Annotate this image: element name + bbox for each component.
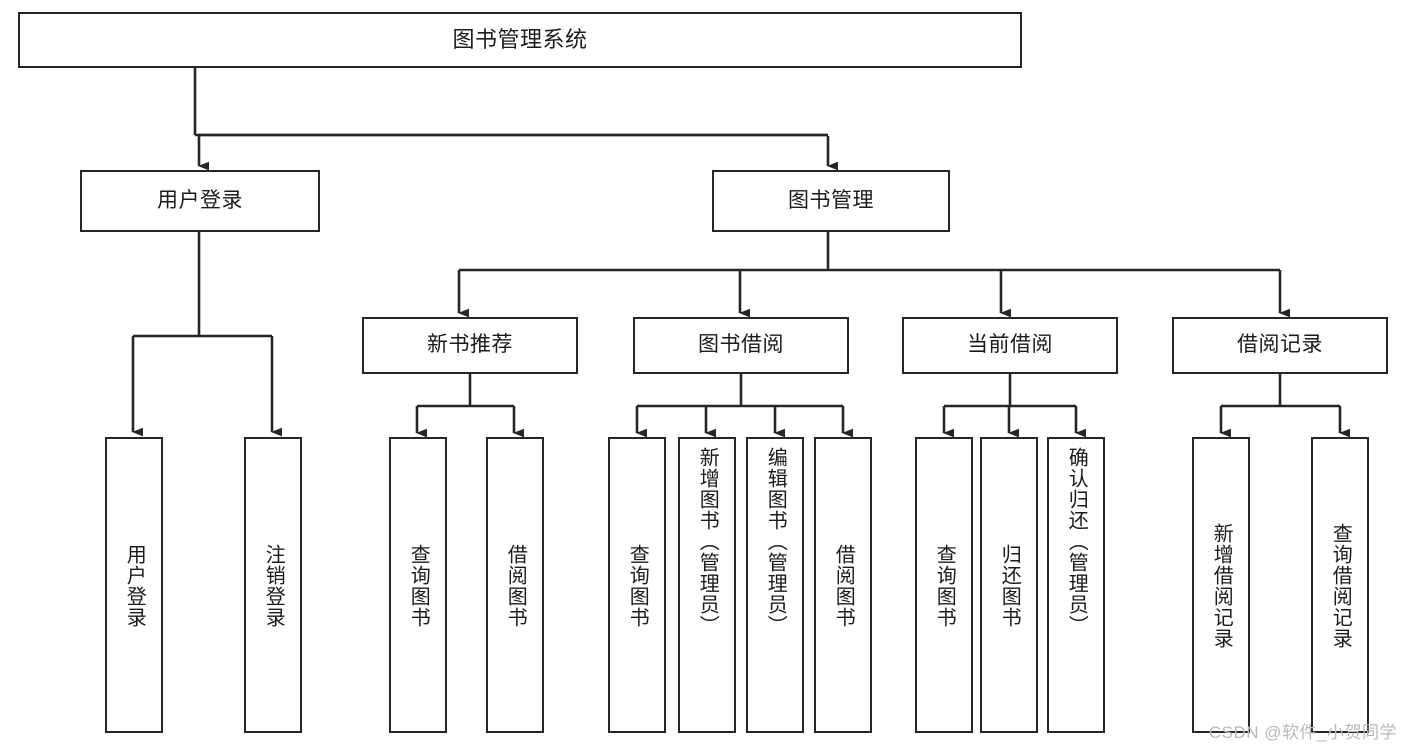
node-label: 借阅图书 [832, 544, 855, 628]
node-label: 当前借阅 [967, 333, 1053, 357]
node-label: 确认归还（管理员） [1065, 447, 1088, 636]
node-leaf-confirm-return-admin[interactable]: 确认归还（管理员） [1047, 437, 1105, 733]
node-label: 新书推荐 [427, 333, 513, 357]
node-label: 编辑图书（管理员） [764, 447, 787, 636]
node-leaf-query-book-borrow[interactable]: 查询图书 [608, 437, 666, 733]
node-leaf-query-borrow-record[interactable]: 查询借阅记录 [1311, 437, 1369, 733]
node-user-login[interactable]: 用户登录 [80, 170, 320, 232]
node-leaf-query-book-current[interactable]: 查询图书 [915, 437, 973, 733]
node-book-management[interactable]: 图书管理 [712, 170, 950, 232]
node-label: 归还图书 [998, 544, 1021, 628]
node-label: 图书借阅 [698, 333, 784, 357]
node-leaf-logout[interactable]: 注销登录 [244, 437, 302, 733]
node-leaf-edit-book-admin[interactable]: 编辑图书（管理员） [746, 437, 804, 733]
node-label: 图书管理系统 [452, 27, 588, 53]
node-leaf-user-login[interactable]: 用户登录 [105, 437, 163, 733]
node-leaf-return-book[interactable]: 归还图书 [980, 437, 1038, 733]
node-label: 用户登录 [157, 188, 243, 212]
node-leaf-borrow-book-recommend[interactable]: 借阅图书 [486, 437, 544, 733]
node-root-system[interactable]: 图书管理系统 [18, 12, 1022, 68]
node-label: 用户登录 [123, 544, 146, 628]
node-label: 新增图书（管理员） [696, 447, 719, 636]
node-current-borrow[interactable]: 当前借阅 [902, 317, 1118, 374]
node-book-borrow[interactable]: 图书借阅 [633, 317, 849, 374]
node-leaf-query-book-recommend[interactable]: 查询图书 [389, 437, 447, 733]
node-label: 查询借阅记录 [1329, 523, 1352, 649]
node-label: 借阅记录 [1237, 333, 1323, 357]
node-label: 查询图书 [407, 544, 430, 628]
node-leaf-add-borrow-record[interactable]: 新增借阅记录 [1192, 437, 1250, 733]
node-label: 新增借阅记录 [1210, 523, 1233, 649]
node-leaf-borrow-book[interactable]: 借阅图书 [814, 437, 872, 733]
node-label: 注销登录 [262, 544, 285, 628]
node-label: 借阅图书 [504, 544, 527, 628]
csdn-watermark: CSDN @软件_小贺同学 [1208, 723, 1397, 742]
node-label: 图书管理 [788, 188, 874, 212]
node-label: 查询图书 [626, 544, 649, 628]
node-leaf-add-book-admin[interactable]: 新增图书（管理员） [678, 437, 736, 733]
node-new-book-recommend[interactable]: 新书推荐 [362, 317, 578, 374]
node-borrow-record[interactable]: 借阅记录 [1172, 317, 1388, 374]
node-label: 查询图书 [933, 544, 956, 628]
